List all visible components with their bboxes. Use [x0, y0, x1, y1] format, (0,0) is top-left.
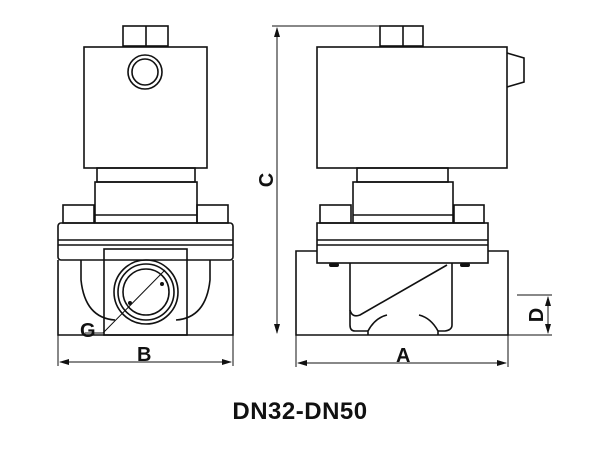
bolt-head — [196, 204, 229, 224]
port-opening — [113, 259, 179, 325]
dimension-label-d: D — [526, 308, 548, 322]
coil-nut — [379, 25, 424, 47]
connector-plug — [506, 52, 525, 88]
bolt-head — [453, 204, 485, 224]
dimension-label-b: B — [137, 344, 151, 366]
dimension-label-g: G — [80, 320, 96, 342]
dimension-label-a: A — [396, 345, 410, 367]
bolt-head — [62, 204, 95, 224]
bolt-head — [319, 204, 352, 224]
front-view: G B — [57, 25, 234, 366]
side-view: C D A — [256, 25, 552, 367]
dimension-label-c: C — [256, 173, 278, 187]
coil-box — [316, 46, 508, 169]
coil-box — [83, 46, 208, 169]
cable-gland-icon — [127, 54, 163, 90]
model-title: DN32-DN50 — [232, 398, 368, 425]
